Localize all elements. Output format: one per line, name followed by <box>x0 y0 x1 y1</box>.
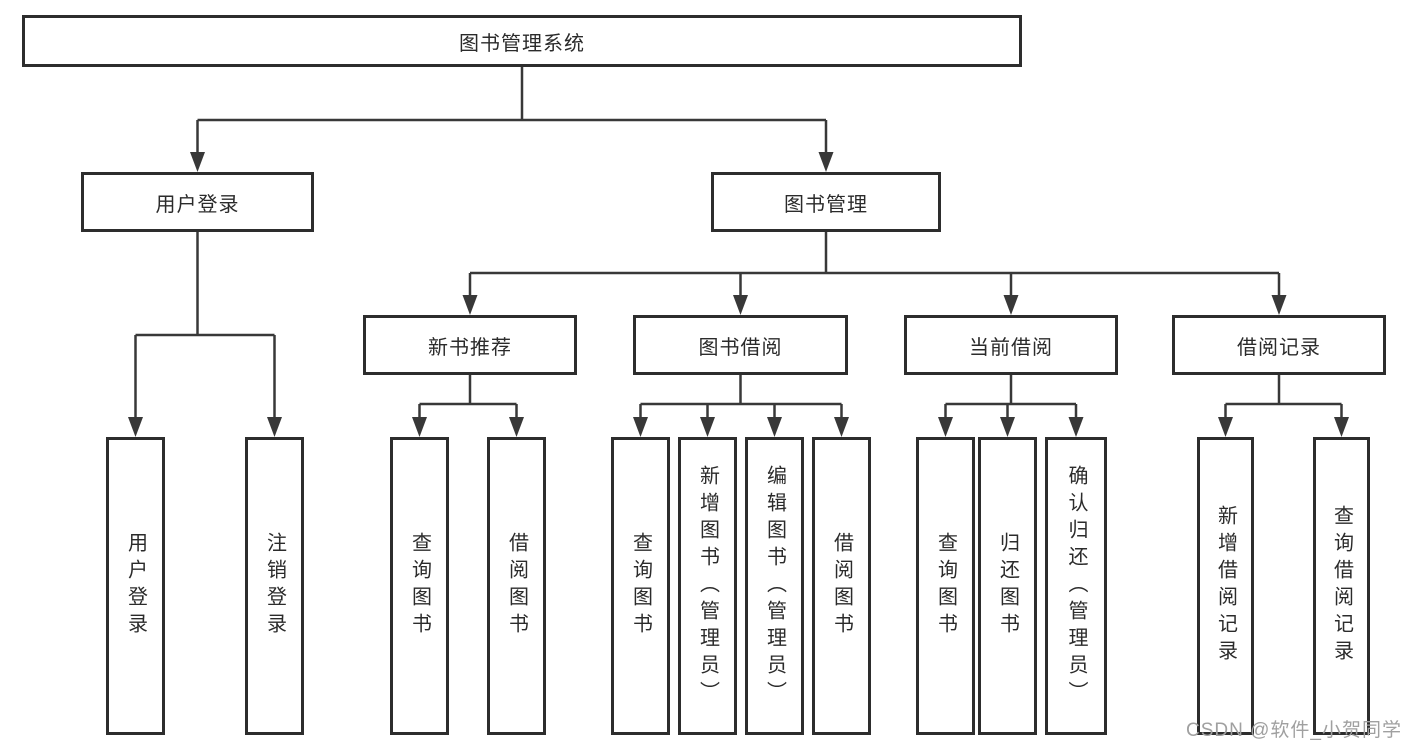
csdn-watermark: CSDN @软件_小贺同学 <box>1186 720 1402 741</box>
node-label: 查询借阅记录 <box>1330 505 1353 667</box>
node-label: 图书借阅 <box>698 336 783 359</box>
node-label: 当前借阅 <box>969 336 1053 359</box>
node-label: 借阅记录 <box>1237 336 1321 359</box>
node-label: 图书管理 <box>784 193 868 216</box>
node-user-login-module: 用户登录 <box>81 172 314 232</box>
node-label: 新增借阅记录 <box>1214 505 1237 667</box>
node-label: 新书推荐 <box>428 336 512 359</box>
node-label: 用户登录 <box>124 532 147 640</box>
node-label: 查询图书 <box>934 532 957 640</box>
node-label: 用户登录 <box>155 193 240 216</box>
node-label: 借阅图书 <box>830 532 853 640</box>
node-label: 注销登录 <box>263 532 286 640</box>
node-label: 图书管理系统 <box>459 32 585 55</box>
node-borrow-books-recommend: 借阅图书 <box>487 437 546 735</box>
node-logout: 注销登录 <box>245 437 304 735</box>
node-query-books-borrowing: 查询图书 <box>611 437 670 735</box>
node-add-borrow-record: 新增借阅记录 <box>1197 437 1254 735</box>
node-return-book: 归还图书 <box>978 437 1037 735</box>
node-label: 查询图书 <box>629 532 652 640</box>
node-user-login: 用户登录 <box>106 437 165 735</box>
node-borrowing-records: 借阅记录 <box>1172 315 1386 375</box>
node-query-books-recommend: 查询图书 <box>390 437 449 735</box>
node-query-borrow-record: 查询借阅记录 <box>1313 437 1370 735</box>
node-new-book-recommendation: 新书推荐 <box>363 315 577 375</box>
node-add-book-admin: 新增图书（管理员） <box>678 437 737 735</box>
node-book-borrowing: 图书借阅 <box>633 315 848 375</box>
node-label: 借阅图书 <box>505 532 528 640</box>
node-label: 确认归还（管理员） <box>1065 464 1087 708</box>
node-label: 新增图书（管理员） <box>696 464 719 708</box>
node-edit-book-admin: 编辑图书（管理员） <box>745 437 804 735</box>
node-book-management-module: 图书管理 <box>711 172 941 232</box>
node-label: 归还图书 <box>996 532 1019 640</box>
node-current-borrowing: 当前借阅 <box>904 315 1118 375</box>
node-library-management-system: 图书管理系统 <box>22 15 1022 67</box>
node-confirm-return-admin: 确认归还（管理员） <box>1045 437 1107 735</box>
node-query-books-current: 查询图书 <box>916 437 975 735</box>
node-label: 编辑图书（管理员） <box>763 464 786 708</box>
node-borrow-books: 借阅图书 <box>812 437 871 735</box>
node-label: 查询图书 <box>408 532 431 640</box>
